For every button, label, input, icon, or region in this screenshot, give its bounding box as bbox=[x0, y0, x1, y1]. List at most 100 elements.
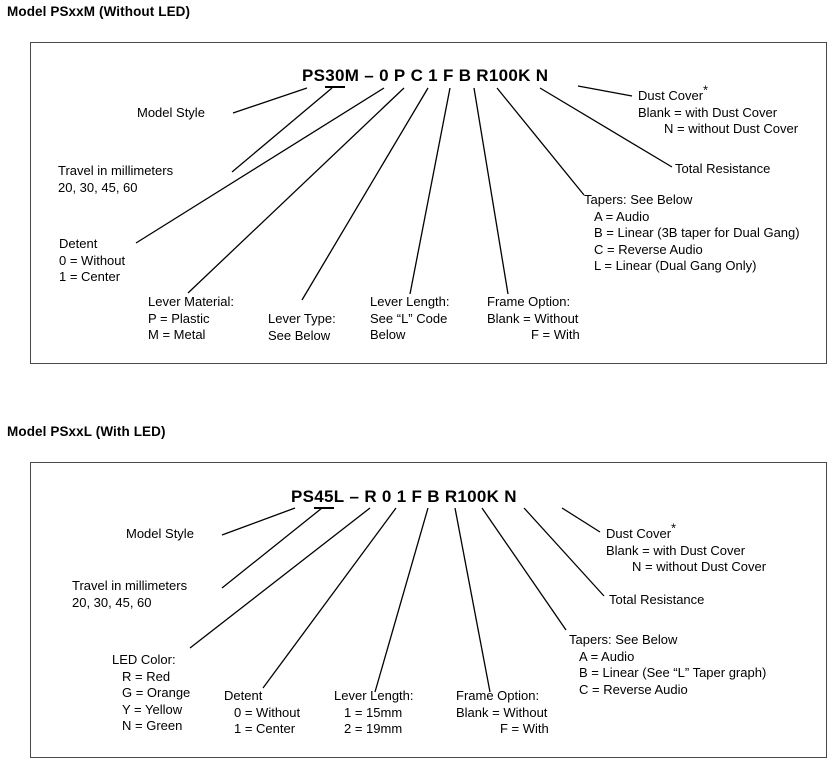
part-model-style: PS30M bbox=[302, 66, 359, 88]
callout-travel: Travel in millimeters 20, 30, 45, 60 bbox=[58, 163, 173, 196]
callout-taper-c: C = Reverse Audio bbox=[594, 241, 703, 257]
callout-dust-cover-title: Dust Cover bbox=[606, 526, 672, 541]
callout-lever-type-ref: See Below bbox=[268, 327, 331, 343]
diagram-1-box bbox=[30, 42, 827, 364]
callout-travel-title: Travel in millimeters bbox=[58, 163, 174, 178]
part-dash: – bbox=[364, 66, 375, 85]
callout-detent: Detent 0 = Without 1 = Center bbox=[59, 236, 125, 286]
part-model-style: PS45L bbox=[291, 487, 344, 509]
callout-model-style-text: Model Style bbox=[137, 105, 205, 120]
part-taper: B bbox=[427, 487, 440, 506]
callout-dust-cover-blank: Blank = with Dust Cover bbox=[638, 104, 778, 120]
callout-lever-length-title: Lever Length: bbox=[370, 294, 450, 309]
callout-led-title: LED Color: bbox=[112, 652, 176, 667]
part-dash: – bbox=[349, 487, 360, 506]
callout-lever-material-title: Lever Material: bbox=[148, 294, 234, 309]
part-led-color: R bbox=[364, 487, 377, 506]
callout-lever-length-title: Lever Length: bbox=[334, 688, 414, 703]
part-dust-cover: N bbox=[535, 66, 549, 85]
callout-taper-b: B = Linear (3B taper for Dual Gang) bbox=[594, 225, 800, 240]
callout-total-resistance: Total Resistance bbox=[609, 592, 704, 609]
callout-tapers-title: Tapers: See Below bbox=[584, 192, 693, 207]
callout-dust-cover-n: N = without Dust Cover bbox=[664, 121, 799, 136]
part-detent: 0 bbox=[381, 487, 392, 506]
callout-detent-0: 0 = Without bbox=[59, 252, 126, 268]
callout-lever-length-ref2: Below bbox=[370, 327, 406, 342]
callout-detent-1: 1 = Center bbox=[234, 721, 296, 736]
callout-dust-cover-n: N = without Dust Cover bbox=[632, 559, 767, 574]
part-frame-option: F bbox=[442, 66, 454, 85]
diagram-2-box bbox=[30, 462, 827, 758]
callout-led-y: Y = Yellow bbox=[122, 701, 183, 717]
callout-detent-title: Detent bbox=[224, 688, 263, 703]
callout-led-n: N = Green bbox=[122, 718, 183, 733]
callout-lever-type: Lever Type: See Below bbox=[268, 311, 336, 344]
dust-cover-asterisk: * bbox=[703, 82, 709, 98]
callout-lever-length-1: 1 = 15mm bbox=[344, 704, 403, 720]
part-resistance: R100K bbox=[444, 487, 500, 506]
callout-dust-cover-title-row: Dust Cover* bbox=[638, 84, 798, 105]
callout-tapers: Tapers: See Below A = Audio B = Linear (… bbox=[584, 192, 800, 275]
diagram-2-heading: Model PSxxL (With LED) bbox=[7, 424, 166, 439]
part-detent: 0 bbox=[379, 66, 389, 85]
callout-led-color: LED Color: R = Red G = Orange Y = Yellow… bbox=[112, 652, 190, 735]
callout-frame-title: Frame Option: bbox=[456, 688, 540, 703]
callout-travel: Travel in millimeters 20, 30, 45, 60 bbox=[72, 578, 187, 611]
callout-frame-f: F = With bbox=[500, 721, 549, 736]
callout-model-style-text: Model Style bbox=[126, 526, 194, 541]
part-lever-length: 1 bbox=[428, 66, 438, 85]
callout-taper-b: B = Linear (See “L” Taper graph) bbox=[579, 665, 767, 680]
part-resistance: R100K bbox=[476, 66, 531, 85]
callout-lever-length-ref1: See “L” Code bbox=[370, 310, 448, 326]
diagram-2-part-number: PS45L – R 0 1 F B R100K N bbox=[291, 487, 517, 509]
diagram-1-heading: Model PSxxM (Without LED) bbox=[7, 4, 191, 19]
callout-model-style: Model Style bbox=[126, 526, 194, 543]
callout-frame-blank: Blank = Without bbox=[487, 310, 579, 326]
part-lever-type: C bbox=[410, 66, 424, 85]
part-taper: B bbox=[458, 66, 472, 85]
callout-detent-title: Detent bbox=[59, 236, 98, 251]
callout-travel-values: 20, 30, 45, 60 bbox=[58, 179, 138, 195]
callout-taper-l: L = Linear (Dual Gang Only) bbox=[594, 258, 757, 273]
callout-travel-title: Travel in millimeters bbox=[72, 578, 188, 593]
part-lever-material: P bbox=[393, 66, 406, 85]
part-lever-length: 1 bbox=[396, 487, 407, 506]
callout-lever-type-title: Lever Type: bbox=[268, 311, 336, 326]
callout-travel-values: 20, 30, 45, 60 bbox=[72, 594, 152, 610]
callout-detent-1: 1 = Center bbox=[59, 269, 121, 284]
callout-total-resistance: Total Resistance bbox=[675, 161, 770, 178]
callout-total-resistance-text: Total Resistance bbox=[675, 161, 771, 176]
part-frame-option: F bbox=[411, 487, 423, 506]
callout-dust-cover-blank: Blank = with Dust Cover bbox=[606, 542, 746, 558]
callout-dust-cover-title-row: Dust Cover* bbox=[606, 522, 766, 543]
callout-dust-cover: Dust Cover* Blank = with Dust Cover N = … bbox=[638, 84, 799, 138]
callout-dust-cover-title: Dust Cover bbox=[638, 88, 704, 103]
callout-tapers: Tapers: See Below A = Audio B = Linear (… bbox=[569, 632, 766, 698]
callout-total-resistance-text: Total Resistance bbox=[609, 592, 705, 607]
callout-dust-cover: Dust Cover* Blank = with Dust Cover N = … bbox=[606, 522, 767, 576]
callout-detent: Detent 0 = Without 1 = Center bbox=[224, 688, 300, 738]
callout-tapers-title: Tapers: See Below bbox=[569, 632, 678, 647]
callout-detent-0: 0 = Without bbox=[234, 704, 301, 720]
callout-lever-length: Lever Length: 1 = 15mm 2 = 19mm bbox=[334, 688, 414, 738]
callout-frame-option: Frame Option: Blank = Without F = With bbox=[487, 294, 580, 344]
callout-model-style: Model Style bbox=[137, 105, 205, 122]
callout-frame-f: F = With bbox=[531, 327, 580, 342]
callout-taper-c: C = Reverse Audio bbox=[579, 681, 688, 697]
callout-led-g: G = Orange bbox=[122, 685, 191, 700]
callout-frame-blank: Blank = Without bbox=[456, 704, 548, 720]
callout-lever-length-2: 2 = 19mm bbox=[344, 721, 403, 736]
callout-lever-length: Lever Length: See “L” Code Below bbox=[370, 294, 450, 344]
callout-frame-option: Frame Option: Blank = Without F = With bbox=[456, 688, 549, 738]
diagram-1-part-number: PS30M – 0 P C 1 F B R100K N bbox=[302, 66, 549, 88]
callout-frame-title: Frame Option: bbox=[487, 294, 571, 309]
callout-lever-material: Lever Material: P = Plastic M = Metal bbox=[148, 294, 234, 344]
callout-taper-a: A = Audio bbox=[594, 208, 650, 224]
callout-lever-material-m: M = Metal bbox=[148, 327, 206, 342]
callout-lever-material-p: P = Plastic bbox=[148, 310, 210, 326]
part-dust-cover: N bbox=[504, 487, 517, 506]
callout-led-r: R = Red bbox=[122, 668, 171, 684]
dust-cover-asterisk: * bbox=[671, 520, 677, 536]
